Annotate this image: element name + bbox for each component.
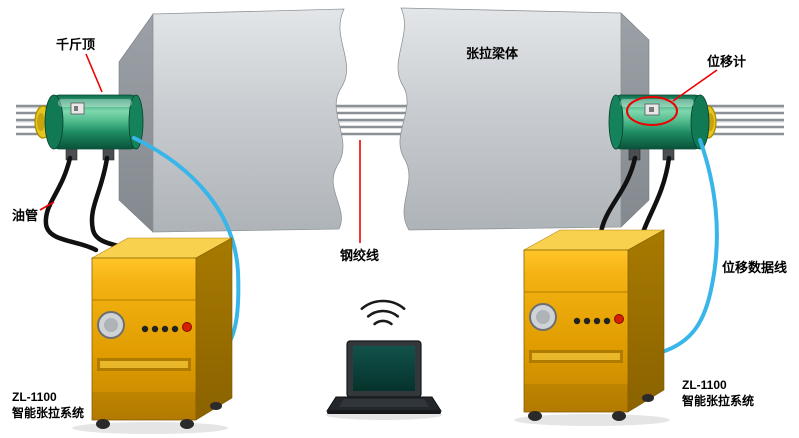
leader-line-jack xyxy=(85,53,103,93)
left-beam-front-face xyxy=(152,8,348,233)
left-beam-block xyxy=(118,8,348,233)
power-button xyxy=(182,322,192,332)
cabinet-lower-panel xyxy=(92,392,196,420)
right-jack xyxy=(608,94,717,161)
handle-recess-inner xyxy=(532,353,620,360)
cabinet-front-face xyxy=(91,257,197,421)
control-button xyxy=(141,325,149,333)
label-oil-pipe: 油管 xyxy=(12,208,38,223)
left-jack-end-cap xyxy=(128,94,144,150)
displacement-gauge-marker xyxy=(626,96,678,126)
label-jack: 千斤顶 xyxy=(56,37,95,52)
displacement-data-cable-right xyxy=(660,138,719,354)
cabinet-wheel xyxy=(210,402,222,410)
cabinet-lower-panel xyxy=(524,384,628,412)
right-jack-end-cap xyxy=(690,94,710,150)
label-displacement-cable: 位移数据线 xyxy=(722,260,787,275)
left-jack-end-cap xyxy=(44,94,64,150)
leader-line-oil-pipe xyxy=(39,201,55,211)
control-button xyxy=(171,325,179,333)
laptop-keyboard xyxy=(339,399,429,407)
left-jack-anchor-ring-inner xyxy=(37,113,45,131)
cabinet-wheel xyxy=(96,419,110,429)
handle-recess-inner xyxy=(100,361,188,368)
right-pump-cabinet xyxy=(522,229,666,421)
annotations xyxy=(39,53,718,243)
control-button xyxy=(593,317,601,325)
wifi-signal-icon xyxy=(360,299,406,326)
left-jack xyxy=(34,94,144,161)
left-jack-highlight xyxy=(58,99,132,107)
right-system-name: 智能张拉系统 xyxy=(681,393,754,408)
oil-hose xyxy=(43,155,99,253)
cabinet-wheel xyxy=(180,419,194,429)
laptop xyxy=(326,299,442,414)
left-pump-cabinet xyxy=(90,237,234,429)
pressure-gauge-inner xyxy=(104,318,118,332)
left-jack-sensor-mark xyxy=(74,106,78,111)
right-beam-front-face xyxy=(397,7,622,231)
left-system-name: 智能张拉系统 xyxy=(11,405,84,420)
power-button xyxy=(614,314,624,324)
pressure-gauge-inner xyxy=(536,310,550,324)
label-strand: 钢绞线 xyxy=(340,248,379,263)
laptop-base-lip xyxy=(327,411,441,414)
left-system-model: ZL-1100 xyxy=(12,390,57,404)
label-beam: 张拉梁体 xyxy=(466,46,519,61)
label-displacement-gauge: 位移计 xyxy=(707,54,746,69)
control-button xyxy=(583,317,591,325)
right-cabinet-shadow xyxy=(514,414,670,426)
cabinet-front-face xyxy=(523,249,629,413)
cabinet-side-face xyxy=(195,237,233,421)
control-button xyxy=(161,325,169,333)
cabinet-wheel xyxy=(612,411,626,421)
cabinet-wheel xyxy=(528,411,542,421)
laptop-screen xyxy=(353,346,415,391)
control-button xyxy=(573,317,581,325)
displacement-sensor-mark xyxy=(649,107,654,112)
right-jack-end-cap xyxy=(608,94,624,150)
right-system-model: ZL-1100 xyxy=(682,378,727,392)
control-button xyxy=(603,317,611,325)
cabinet-side-face xyxy=(627,229,665,413)
control-button xyxy=(151,325,159,333)
leader-line-displacement-gauge xyxy=(672,69,718,102)
cabinet-wheel xyxy=(642,394,654,402)
left-cabinet-shadow xyxy=(72,422,228,434)
